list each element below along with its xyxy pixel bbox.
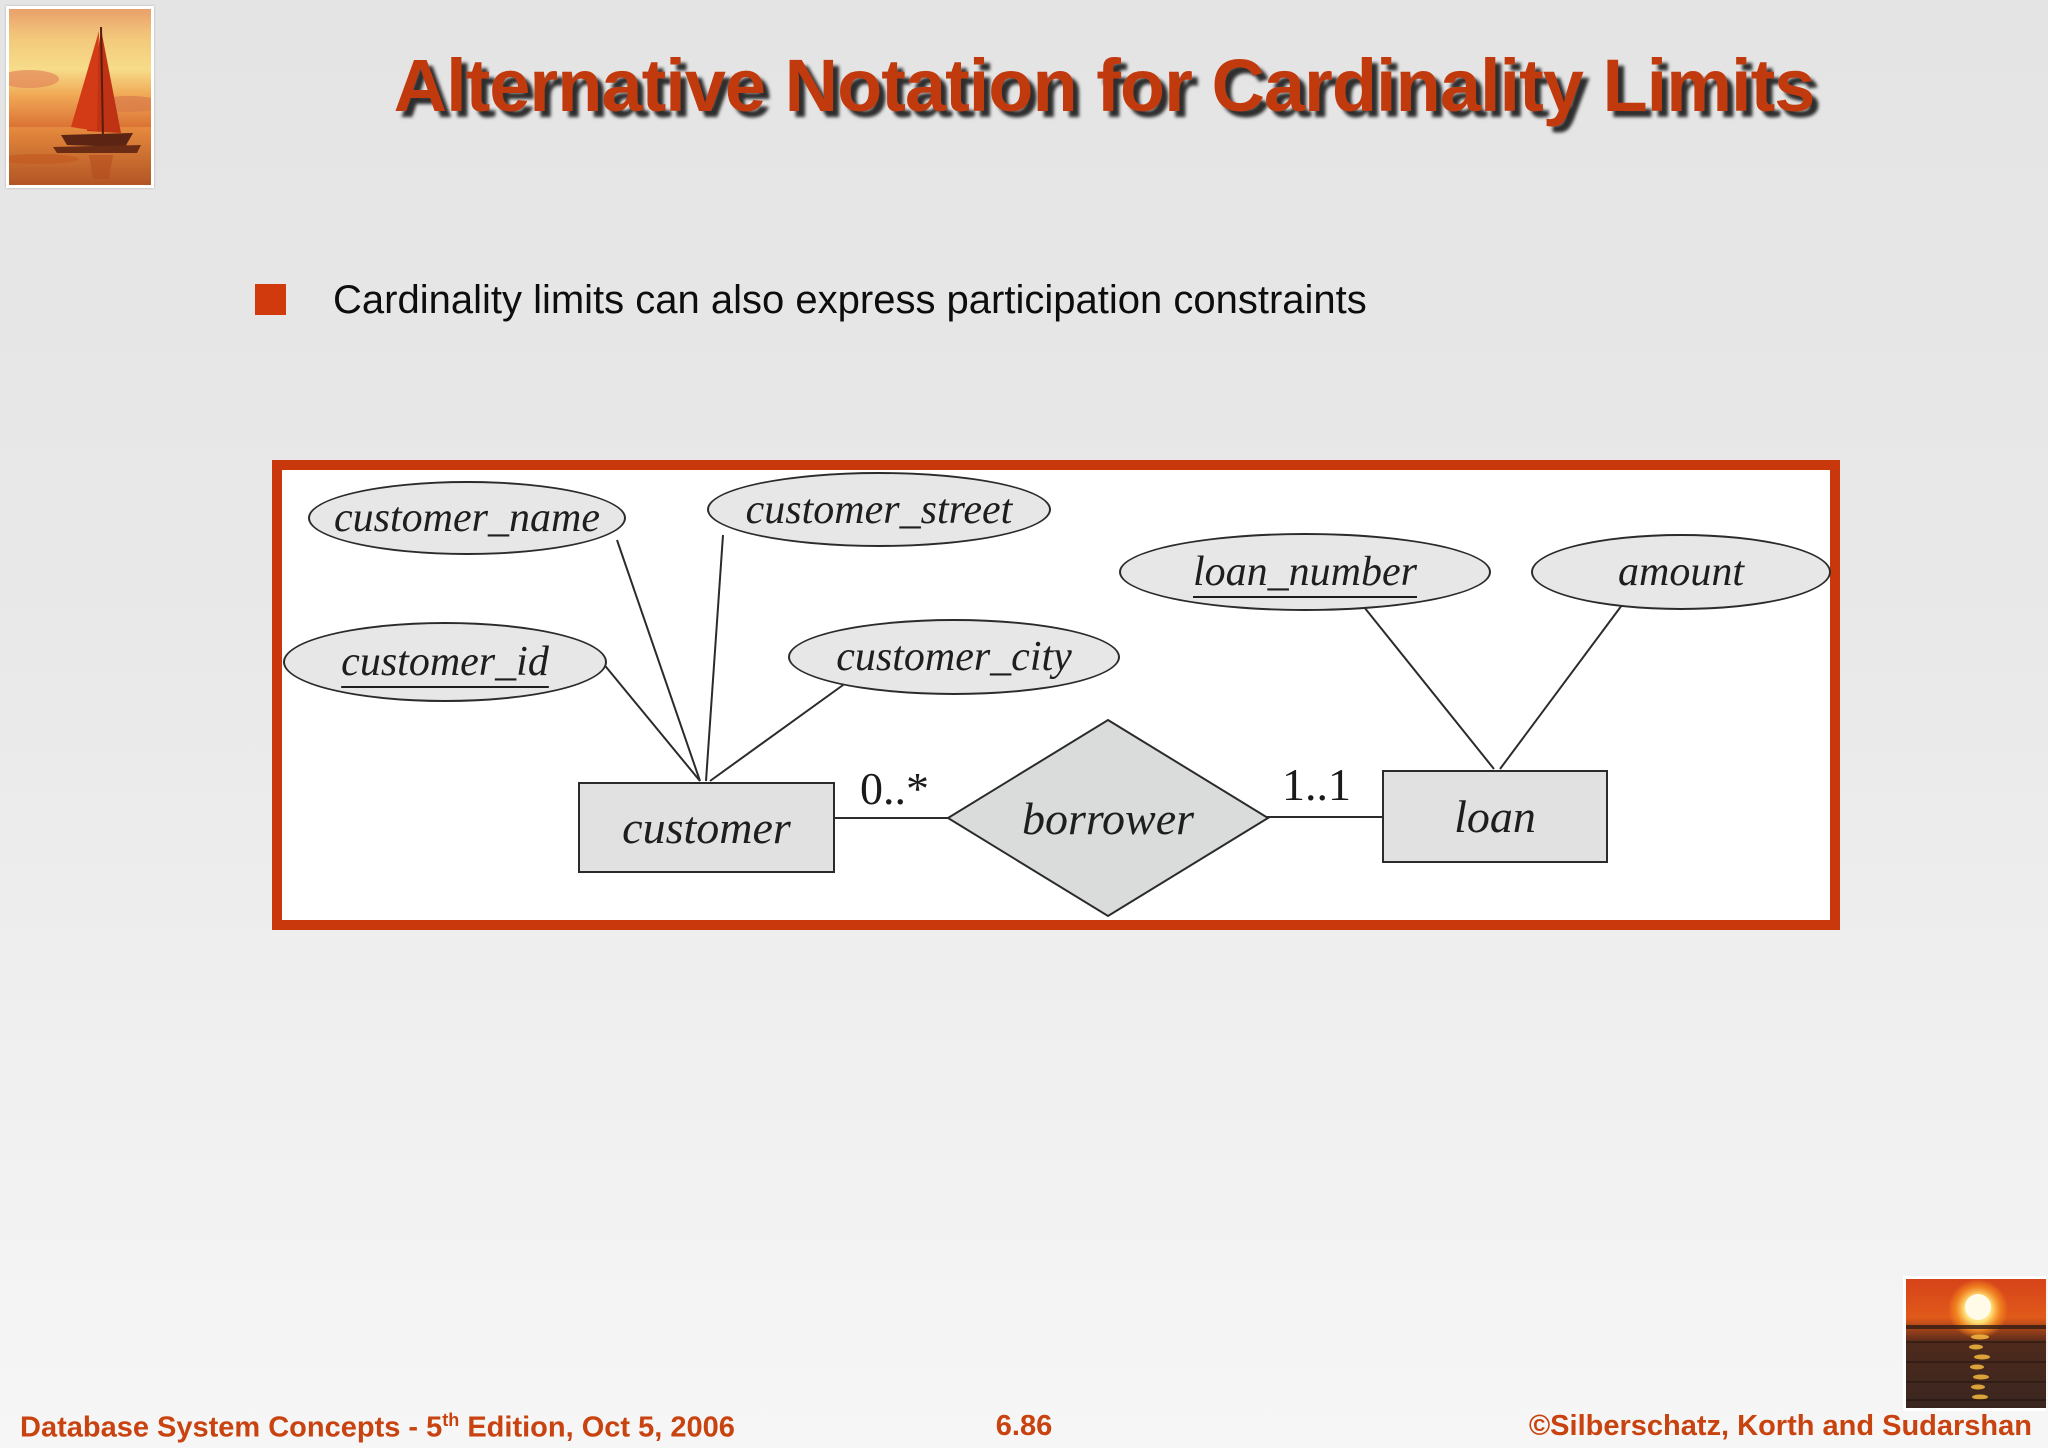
footer-edition-text: Edition, Oct 5, 2006 bbox=[459, 1411, 735, 1444]
attribute-ellipse-customer-street: customer_street bbox=[707, 472, 1051, 547]
attribute-label-primary-key: loan_number bbox=[1193, 549, 1417, 595]
cardinality-label-loan-side: 1..1 bbox=[1282, 759, 1351, 810]
footer-superscript: th bbox=[442, 1410, 460, 1430]
slide-footer: Database System Concepts - 5th Edition, … bbox=[0, 1402, 2048, 1448]
entity-label: loan bbox=[1454, 791, 1536, 842]
bullet-text: Cardinality limits can also express part… bbox=[333, 278, 1367, 322]
entity-label: customer bbox=[622, 802, 791, 853]
entity-rect-loan: loan bbox=[1382, 770, 1608, 863]
er-diagram-panel: customer_name customer_street customer_i… bbox=[272, 460, 1840, 930]
attribute-label: customer_name bbox=[334, 495, 600, 541]
attribute-label-primary-key: customer_id bbox=[341, 639, 549, 685]
attribute-label: customer_street bbox=[745, 486, 1013, 533]
bullet-square-icon bbox=[255, 284, 286, 315]
footer-page-number: 6.86 bbox=[995, 1410, 1053, 1442]
attribute-ellipse-customer-city: customer_city bbox=[788, 619, 1120, 695]
relationship-label: borrower bbox=[1021, 792, 1195, 844]
attribute-ellipse-amount: amount bbox=[1531, 534, 1831, 610]
cardinality-label-customer-side: 0..* bbox=[860, 763, 929, 814]
page-title: Alternative Notation for Cardinality Lim… bbox=[393, 43, 1816, 127]
attribute-label: amount bbox=[1618, 549, 1744, 595]
connector-lines bbox=[601, 534, 1626, 819]
attribute-label: customer_city bbox=[836, 634, 1072, 680]
sunset-image bbox=[1903, 1276, 2046, 1411]
footer-authors: ©Silberschatz, Korth and Sudarshan bbox=[1528, 1410, 2032, 1442]
footer-book-title: Database System Concepts - 5th Edition, … bbox=[20, 1410, 735, 1445]
bullet-item: Cardinality limits can also express part… bbox=[255, 278, 1367, 323]
diamond-shape bbox=[946, 718, 1270, 918]
attribute-ellipse-customer-name: customer_name bbox=[308, 481, 626, 555]
entity-rect-customer: customer bbox=[578, 782, 835, 873]
footer-book-title-text: Database System Concepts - 5 bbox=[20, 1411, 443, 1444]
attribute-ellipse-customer-id: customer_id bbox=[283, 622, 607, 702]
relationship-diamond-borrower: borrower bbox=[946, 718, 1270, 918]
sailboat-sunset-image bbox=[6, 6, 154, 188]
attribute-ellipse-loan-number: loan_number bbox=[1119, 533, 1491, 611]
